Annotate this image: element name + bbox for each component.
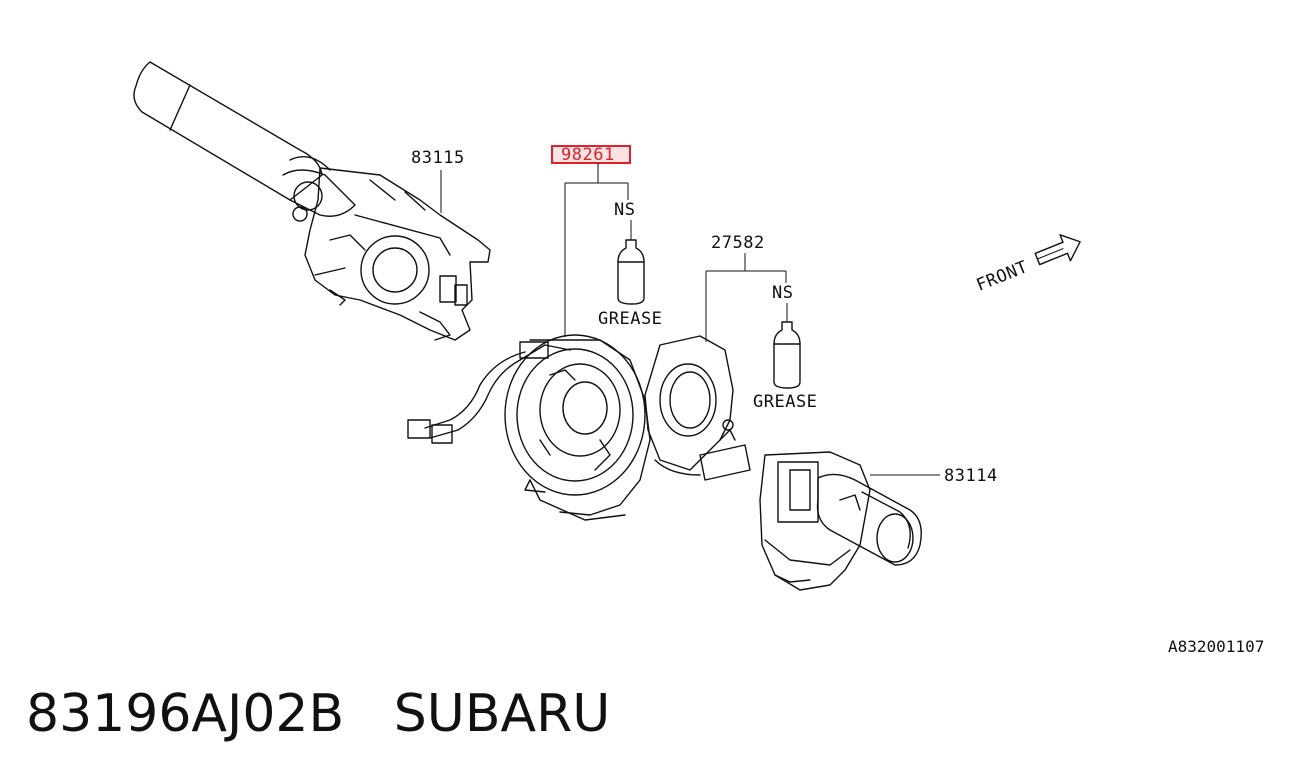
left-combination-switch[interactable] <box>133 61 491 341</box>
callout-83114[interactable]: 83114 <box>944 466 998 486</box>
grease-label-27582: GREASE <box>753 392 817 412</box>
grease-bottle-icon <box>773 321 801 389</box>
grease-bottle-icon <box>617 239 645 305</box>
ns-label-27582: NS <box>772 283 793 303</box>
steering-angle-sensor[interactable] <box>644 335 751 481</box>
front-arrow-icon: FRONT <box>974 234 1081 296</box>
footer-caption: 83196AJ02B SUBARU <box>26 684 610 744</box>
callout-83115[interactable]: 83115 <box>411 148 465 168</box>
callout-98261-highlight <box>551 145 631 164</box>
grease-label-98261: GREASE <box>598 309 662 329</box>
ns-label-98261: NS <box>614 200 635 220</box>
callout-27582[interactable]: 27582 <box>711 233 765 253</box>
roll-connector[interactable] <box>407 334 651 521</box>
right-combination-switch[interactable] <box>759 451 922 591</box>
front-marker: FRONT <box>974 257 1031 296</box>
part-number: 83196AJ02B <box>26 684 345 744</box>
leader-27582 <box>705 253 787 342</box>
diagram-code: A832001107 <box>1168 637 1264 656</box>
leader-98261 <box>564 163 629 337</box>
brand-name: SUBARU <box>393 684 611 744</box>
callout-98261[interactable]: 98261 <box>561 145 615 165</box>
